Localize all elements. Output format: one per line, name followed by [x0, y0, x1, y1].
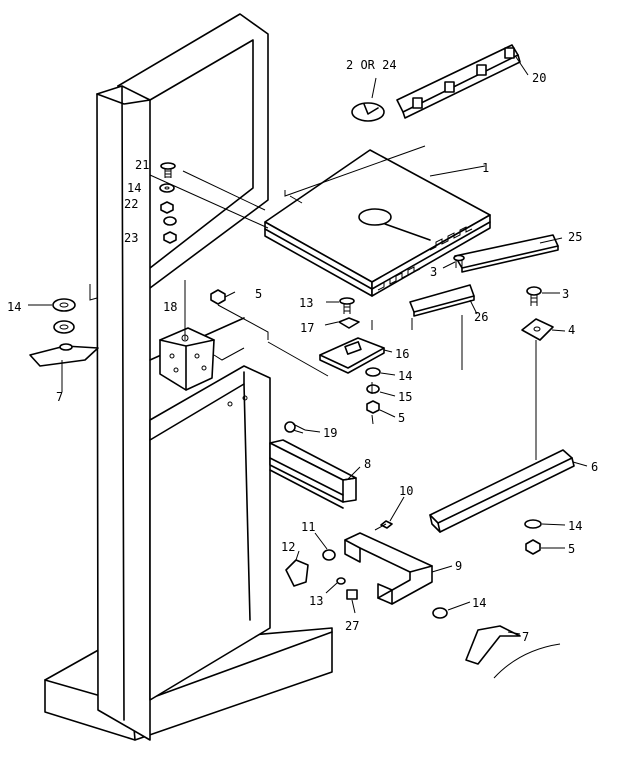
hardware-lower-left: [29, 298, 99, 367]
callout-19: 19: [323, 426, 337, 440]
fence-rail-20: [396, 44, 521, 119]
callout-21: 21: [135, 158, 149, 172]
bolt-19: [284, 421, 306, 434]
table-insert: [351, 102, 385, 122]
callout-18: 18: [163, 300, 177, 314]
callout-14: 14: [127, 181, 141, 195]
callout-6: 6: [591, 460, 598, 474]
callout-5: 5: [255, 287, 262, 301]
trunnion-assembly: [319, 297, 385, 414]
callout-4: 4: [568, 323, 575, 337]
callout-8: 8: [364, 457, 371, 471]
miter-clamp: [285, 520, 561, 679]
callout-9: 9: [455, 559, 462, 573]
callout-5: 5: [568, 542, 575, 556]
callout-3: 3: [562, 287, 569, 301]
callout-14: 14: [568, 519, 582, 533]
callout-labels: 2 OR 24 20 1 21 14 22 23 25 3 3 14 18 5 …: [7, 58, 598, 644]
callout-3: 3: [430, 265, 437, 279]
callout-1: 1: [482, 161, 489, 175]
insert-plates: [409, 234, 559, 317]
stand-frame: [44, 13, 333, 741]
leader-lines: [28, 56, 588, 635]
callout-13: 13: [309, 594, 323, 608]
hardware-right: [521, 286, 554, 460]
callout-11: 11: [301, 520, 315, 534]
callout-7: 7: [56, 390, 63, 404]
callout-7: 7: [522, 630, 529, 644]
guide-rail-6: [429, 449, 575, 555]
callout-10: 10: [399, 484, 413, 498]
callout-13: 13: [299, 296, 313, 310]
callout-23: 23: [124, 231, 138, 245]
callout-20: 20: [532, 71, 546, 85]
callout-15: 15: [398, 390, 412, 404]
callout-25: 25: [568, 230, 582, 244]
callout-27: 27: [345, 619, 359, 633]
rail-8: [269, 439, 357, 509]
callout-14: 14: [7, 300, 21, 314]
callout-17: 17: [300, 321, 314, 335]
callout-16: 16: [395, 347, 409, 361]
callout-22: 22: [124, 197, 138, 211]
callout-2-or-24: 2 OR 24: [346, 58, 397, 72]
callout-12: 12: [281, 540, 295, 554]
hardware-stack-left: [159, 162, 177, 244]
bracket-18: [159, 327, 215, 391]
callout-14: 14: [398, 369, 412, 383]
callout-26: 26: [474, 310, 488, 324]
nut-5-top: [210, 289, 226, 305]
table-top: [264, 149, 491, 297]
callout-5: 5: [398, 411, 405, 425]
callout-14: 14: [472, 596, 486, 610]
